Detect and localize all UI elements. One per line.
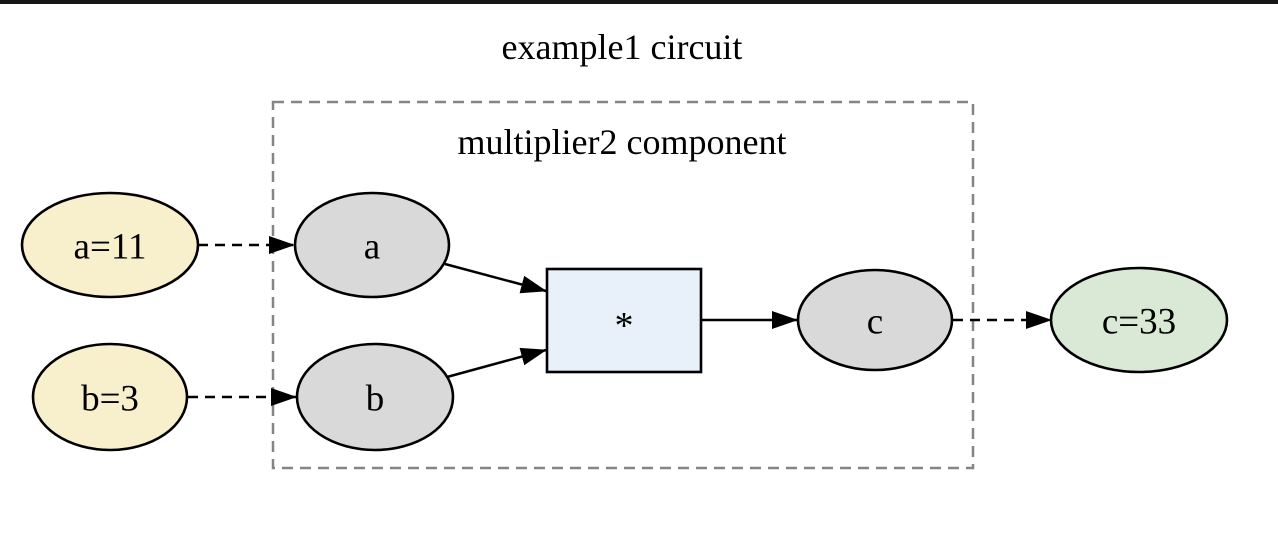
node-input-a-label: a=11 xyxy=(74,227,147,268)
node-input-b xyxy=(31,342,189,452)
top-rule xyxy=(0,0,1278,4)
node-output-c xyxy=(1049,266,1229,374)
node-input-b-label: b=3 xyxy=(81,379,139,420)
node-port-b-label: b xyxy=(366,379,385,420)
node-multiplier-op-label: * xyxy=(615,305,634,347)
multiplier-component-cluster-box xyxy=(271,100,975,470)
diagram-title: example1 circuit xyxy=(502,27,743,67)
node-input-a xyxy=(20,191,200,299)
node-port-c-label: c xyxy=(867,302,883,343)
node-port-a xyxy=(293,191,451,299)
node-port-c xyxy=(796,268,954,372)
edge-port-b-to-multiplier xyxy=(446,347,547,379)
node-port-a-label: a xyxy=(364,227,380,268)
edge-port-a-to-multiplier xyxy=(444,262,547,294)
node-output-c-label: c=33 xyxy=(1102,302,1176,343)
node-port-b xyxy=(295,342,455,452)
multiplier-component-label: multiplier2 component xyxy=(458,122,787,162)
node-multiplier-op xyxy=(545,267,703,374)
